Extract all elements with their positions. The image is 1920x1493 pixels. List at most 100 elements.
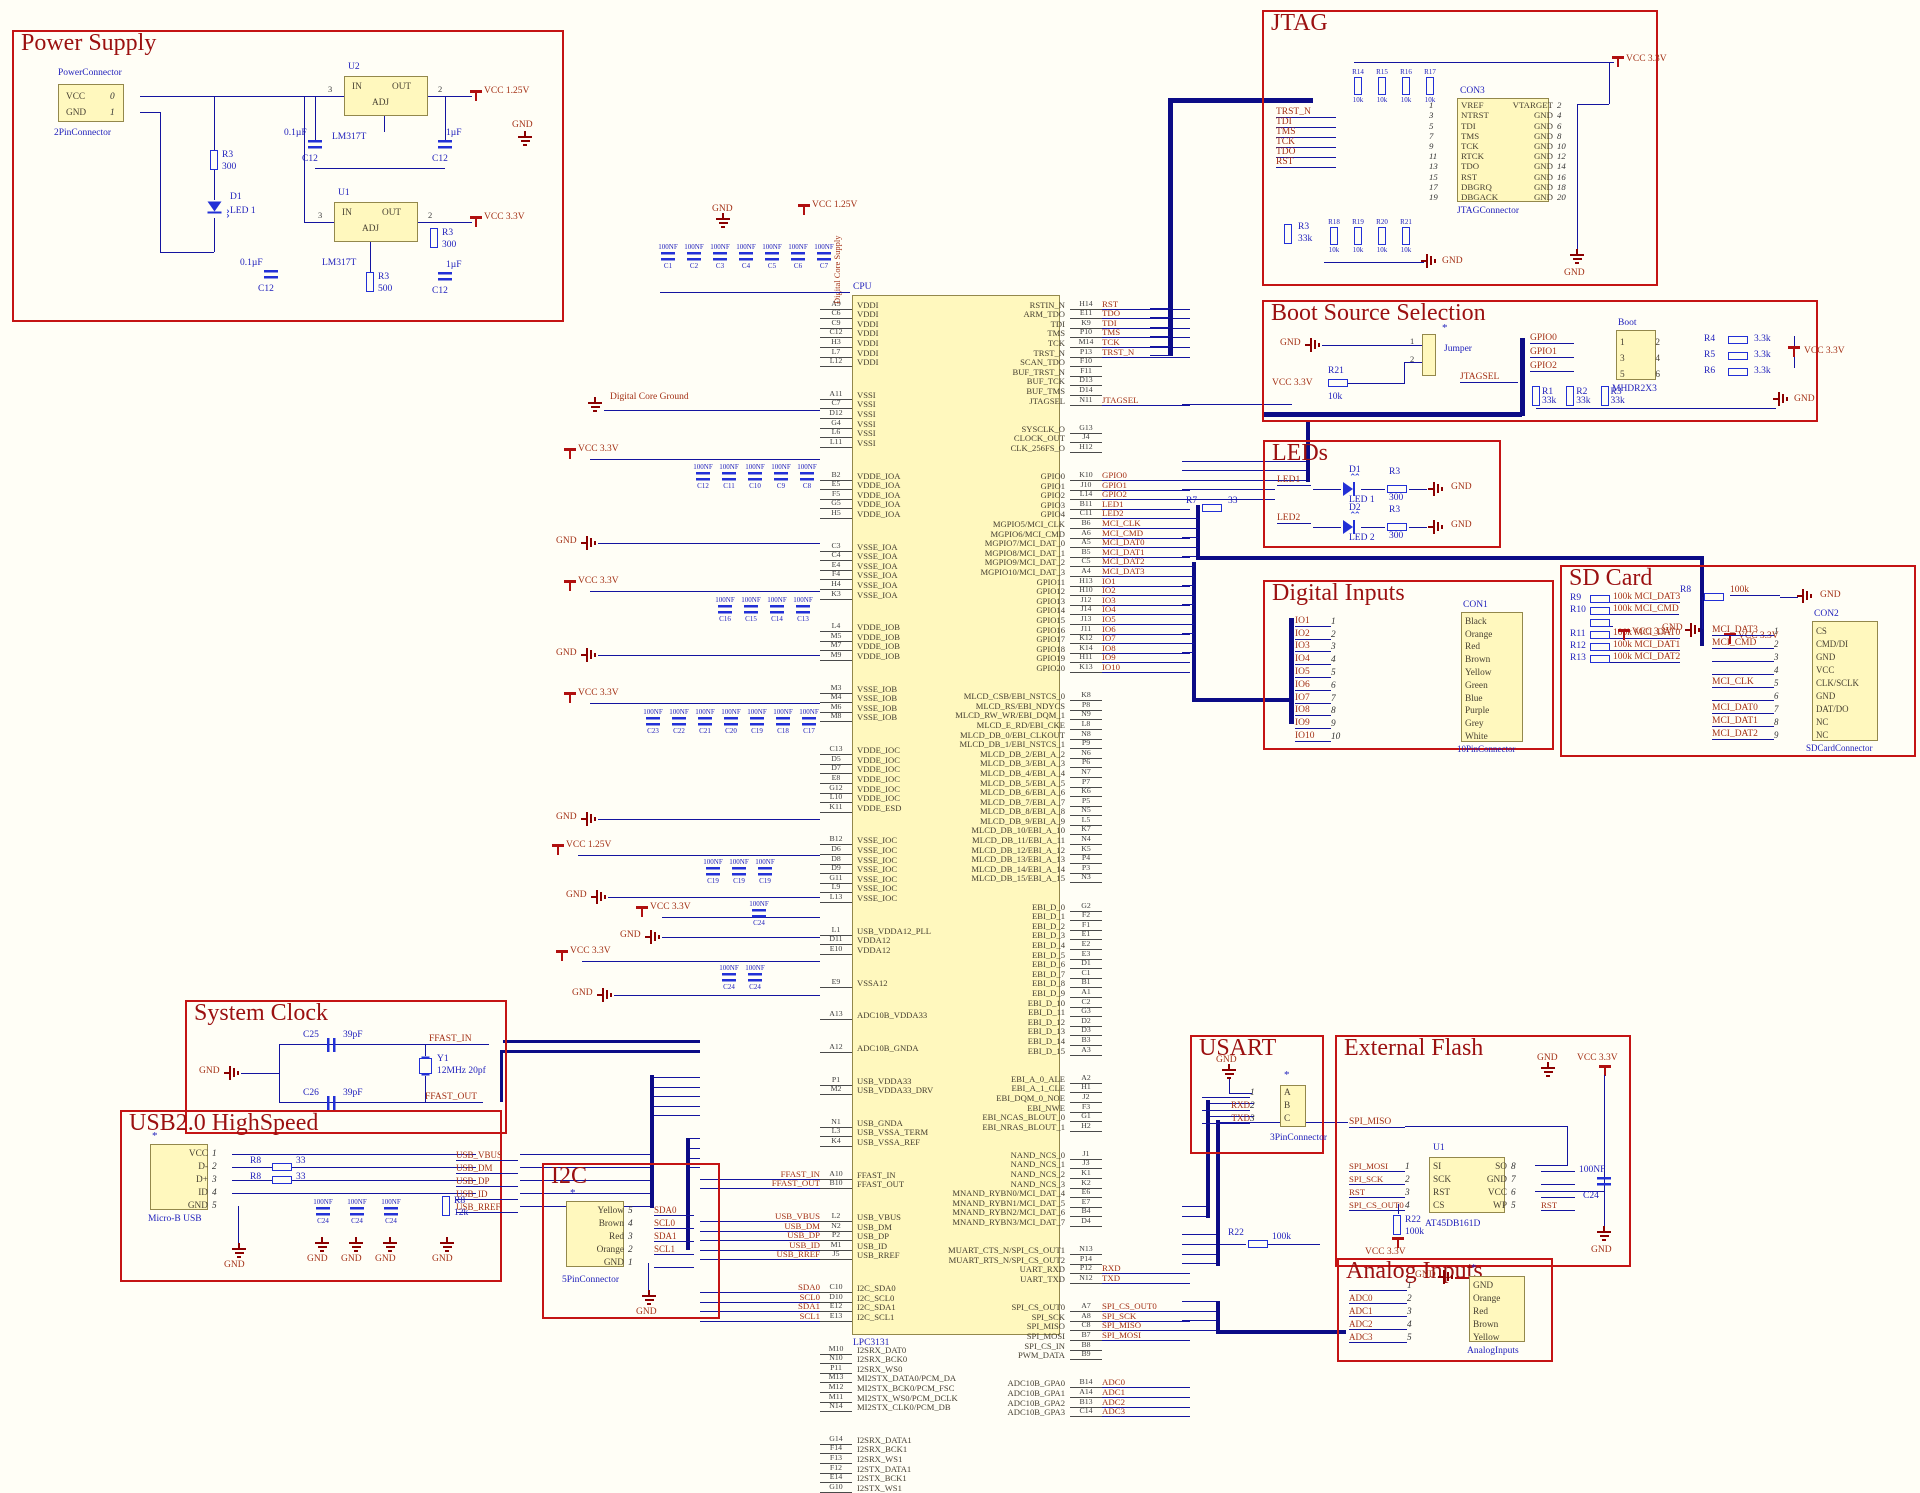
analog-inputs-connector[interactable] bbox=[1469, 1276, 1525, 1342]
cpu-pin-row[interactable] bbox=[910, 1284, 1190, 1303]
cpu-pin-row[interactable] bbox=[910, 1132, 1190, 1151]
crystal-Y1[interactable] bbox=[419, 1058, 432, 1074]
boot-header[interactable] bbox=[1616, 330, 1656, 380]
resistor-R8[interactable] bbox=[1704, 593, 1724, 601]
flash-chip[interactable] bbox=[1429, 1157, 1505, 1213]
resistor-R21[interactable] bbox=[1328, 379, 1348, 387]
cpu-pin-row[interactable] bbox=[910, 1360, 1190, 1379]
usb-connector[interactable] bbox=[150, 1144, 208, 1210]
usart-connector[interactable] bbox=[1280, 1085, 1306, 1127]
resistor-R22[interactable] bbox=[1248, 1240, 1268, 1248]
boot-jumper[interactable] bbox=[1422, 334, 1436, 376]
cpu-pin-row[interactable] bbox=[910, 883, 1190, 902]
regulator-U2[interactable] bbox=[344, 76, 428, 116]
capacitor-C25[interactable] bbox=[327, 1038, 336, 1052]
led-icon[interactable]: ⌃⌃ bbox=[208, 202, 231, 217]
resistor-R8[interactable] bbox=[272, 1176, 292, 1184]
